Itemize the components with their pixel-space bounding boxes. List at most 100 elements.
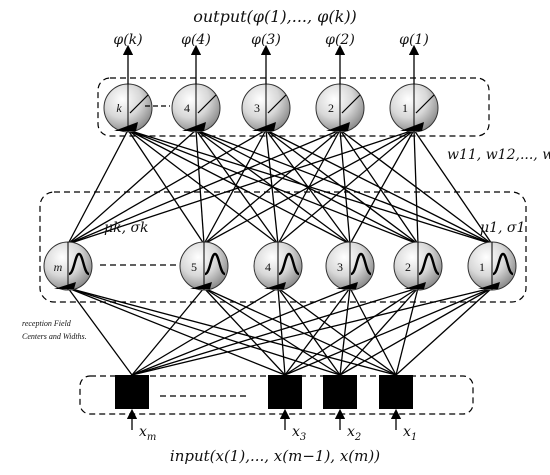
input-square — [323, 375, 357, 409]
output-node-4: 2 φ(2) — [315, 32, 365, 133]
gaussian-activation-icon — [350, 252, 372, 276]
hidden-output-edge-0-0 — [67, 129, 129, 245]
hidden-node-2: 5 — [179, 241, 229, 291]
reception-label-line1: reception Field — [22, 319, 72, 328]
input-square — [115, 375, 149, 409]
hidden-output-edge-2-0 — [127, 129, 279, 245]
output-layer-box — [97, 77, 490, 137]
hidden-output-edge-5-3 — [339, 129, 493, 245]
input-hidden-edge-3-5 — [395, 287, 493, 376]
output-label: φ(4) — [181, 32, 211, 48]
output-title: output(φ(1),..., φ(k)) — [193, 7, 357, 26]
hidden-node-label: 4 — [265, 260, 271, 274]
input-square — [268, 375, 302, 409]
input-hidden-edge-1-5 — [284, 287, 493, 376]
output-node-5: 1 φ(1) — [389, 32, 439, 133]
output-label: φ(1) — [399, 32, 429, 48]
input-node-2: x3 — [268, 375, 306, 443]
input-hidden-edge-2-1 — [203, 287, 341, 376]
hidden-output-edge-1-1 — [195, 129, 205, 245]
hidden-node-label: 3 — [337, 260, 343, 274]
output-node-label: k — [116, 101, 122, 115]
hidden-output-edge-5-4 — [413, 129, 493, 245]
hidden-output-edge-2-1 — [195, 129, 279, 245]
hidden-output-edge-3-4 — [349, 129, 415, 245]
linear-activation-icon — [197, 94, 217, 114]
weights-label: w11, w12,..., whk — [447, 147, 550, 163]
output-node-label: 2 — [328, 101, 334, 115]
input-hidden-edge-1-4 — [284, 287, 419, 376]
input-hidden-edge-2-0 — [67, 287, 341, 376]
output-node-3: 3 φ(3) — [241, 32, 291, 133]
hidden-node-5: 2 — [393, 241, 443, 291]
linear-activation-icon — [267, 94, 287, 114]
gaussian-activation-icon — [418, 252, 440, 276]
hidden-node-1: m — [43, 241, 93, 291]
input-hidden-edge-2-2 — [277, 287, 341, 376]
input-hidden-edge-0-5 — [131, 287, 493, 376]
linear-activation-icon — [341, 94, 361, 114]
hidden-output-edge-4-0 — [127, 129, 419, 245]
output-node-1: k φ(k) — [103, 32, 153, 133]
input-label: x3 — [292, 424, 306, 443]
nodes-group: k φ(k) 4 φ(4) 3 φ(3) 2 φ(2) 1 φ(1) m 5 4 3 2 1 xm x3 x2 x1 — [43, 32, 517, 443]
hidden-output-edge-5-1 — [195, 129, 493, 245]
output-label: φ(k) — [113, 32, 142, 48]
input-label: x1 — [403, 424, 417, 443]
input-hidden-edge-0-0 — [67, 287, 133, 376]
input-arrowhead-icon — [182, 122, 206, 131]
mu-k-label: μk, σk — [104, 220, 149, 236]
input-label: x2 — [347, 424, 361, 443]
connection-lines — [67, 129, 493, 376]
hidden-node-label: 5 — [191, 260, 197, 274]
output-node-label: 3 — [254, 101, 260, 115]
hidden-node-4: 3 — [325, 241, 375, 291]
input-hidden-edge-3-4 — [395, 287, 419, 376]
input-arrowhead-icon — [190, 282, 212, 289]
output-node-label: 4 — [184, 101, 190, 115]
hidden-output-edge-0-4 — [67, 129, 415, 245]
hidden-node-label: 1 — [479, 260, 485, 274]
output-node-label: 1 — [402, 101, 408, 115]
input-arrowhead-icon — [54, 282, 76, 289]
input-arrowhead-icon — [400, 122, 424, 131]
linear-activation-icon — [415, 94, 435, 114]
gaussian-activation-icon — [492, 252, 514, 276]
input-arrowhead-icon — [114, 122, 138, 131]
mu-1-label: μ1, σ1 — [480, 220, 525, 236]
input-arrowhead-icon — [326, 122, 350, 131]
input-node-4: x1 — [379, 375, 417, 443]
input-hidden-edge-3-1 — [203, 287, 397, 376]
input-square — [379, 375, 413, 409]
input-hidden-edge-2-5 — [339, 287, 493, 376]
input-hidden-edge-3-3 — [349, 287, 397, 376]
output-label: φ(2) — [325, 32, 355, 48]
reception-label-line2: Centers and Widths. — [22, 332, 87, 341]
input-label: xm — [139, 424, 156, 443]
input-arrowhead-icon — [264, 282, 286, 289]
gaussian-activation-icon — [204, 252, 226, 276]
hidden-output-edge-1-2 — [203, 129, 267, 245]
hidden-output-edge-1-0 — [127, 129, 205, 245]
input-arrowhead-icon — [478, 282, 500, 289]
hidden-node-6: 1 — [467, 241, 517, 291]
input-hidden-edge-1-1 — [203, 287, 286, 376]
hidden-output-edge-4-2 — [265, 129, 419, 245]
hidden-output-edge-5-2 — [265, 129, 493, 245]
linear-activation-icon — [129, 94, 149, 114]
input-hidden-edge-3-2 — [277, 287, 397, 376]
hidden-output-edge-3-0 — [127, 129, 351, 245]
input-hidden-edge-1-2 — [277, 287, 286, 376]
hidden-output-edge-5-0 — [127, 129, 493, 245]
input-arrowhead-icon — [404, 282, 426, 289]
hidden-layer-box — [39, 191, 527, 303]
output-node-2: 4 φ(4) — [171, 32, 221, 133]
input-arrowhead-icon — [336, 282, 358, 289]
input-hidden-edge-0-4 — [131, 287, 419, 376]
input-hidden-edge-1-0 — [67, 287, 286, 376]
gaussian-activation-icon — [68, 252, 90, 276]
output-label: φ(3) — [251, 32, 281, 48]
gaussian-activation-icon — [278, 252, 300, 276]
